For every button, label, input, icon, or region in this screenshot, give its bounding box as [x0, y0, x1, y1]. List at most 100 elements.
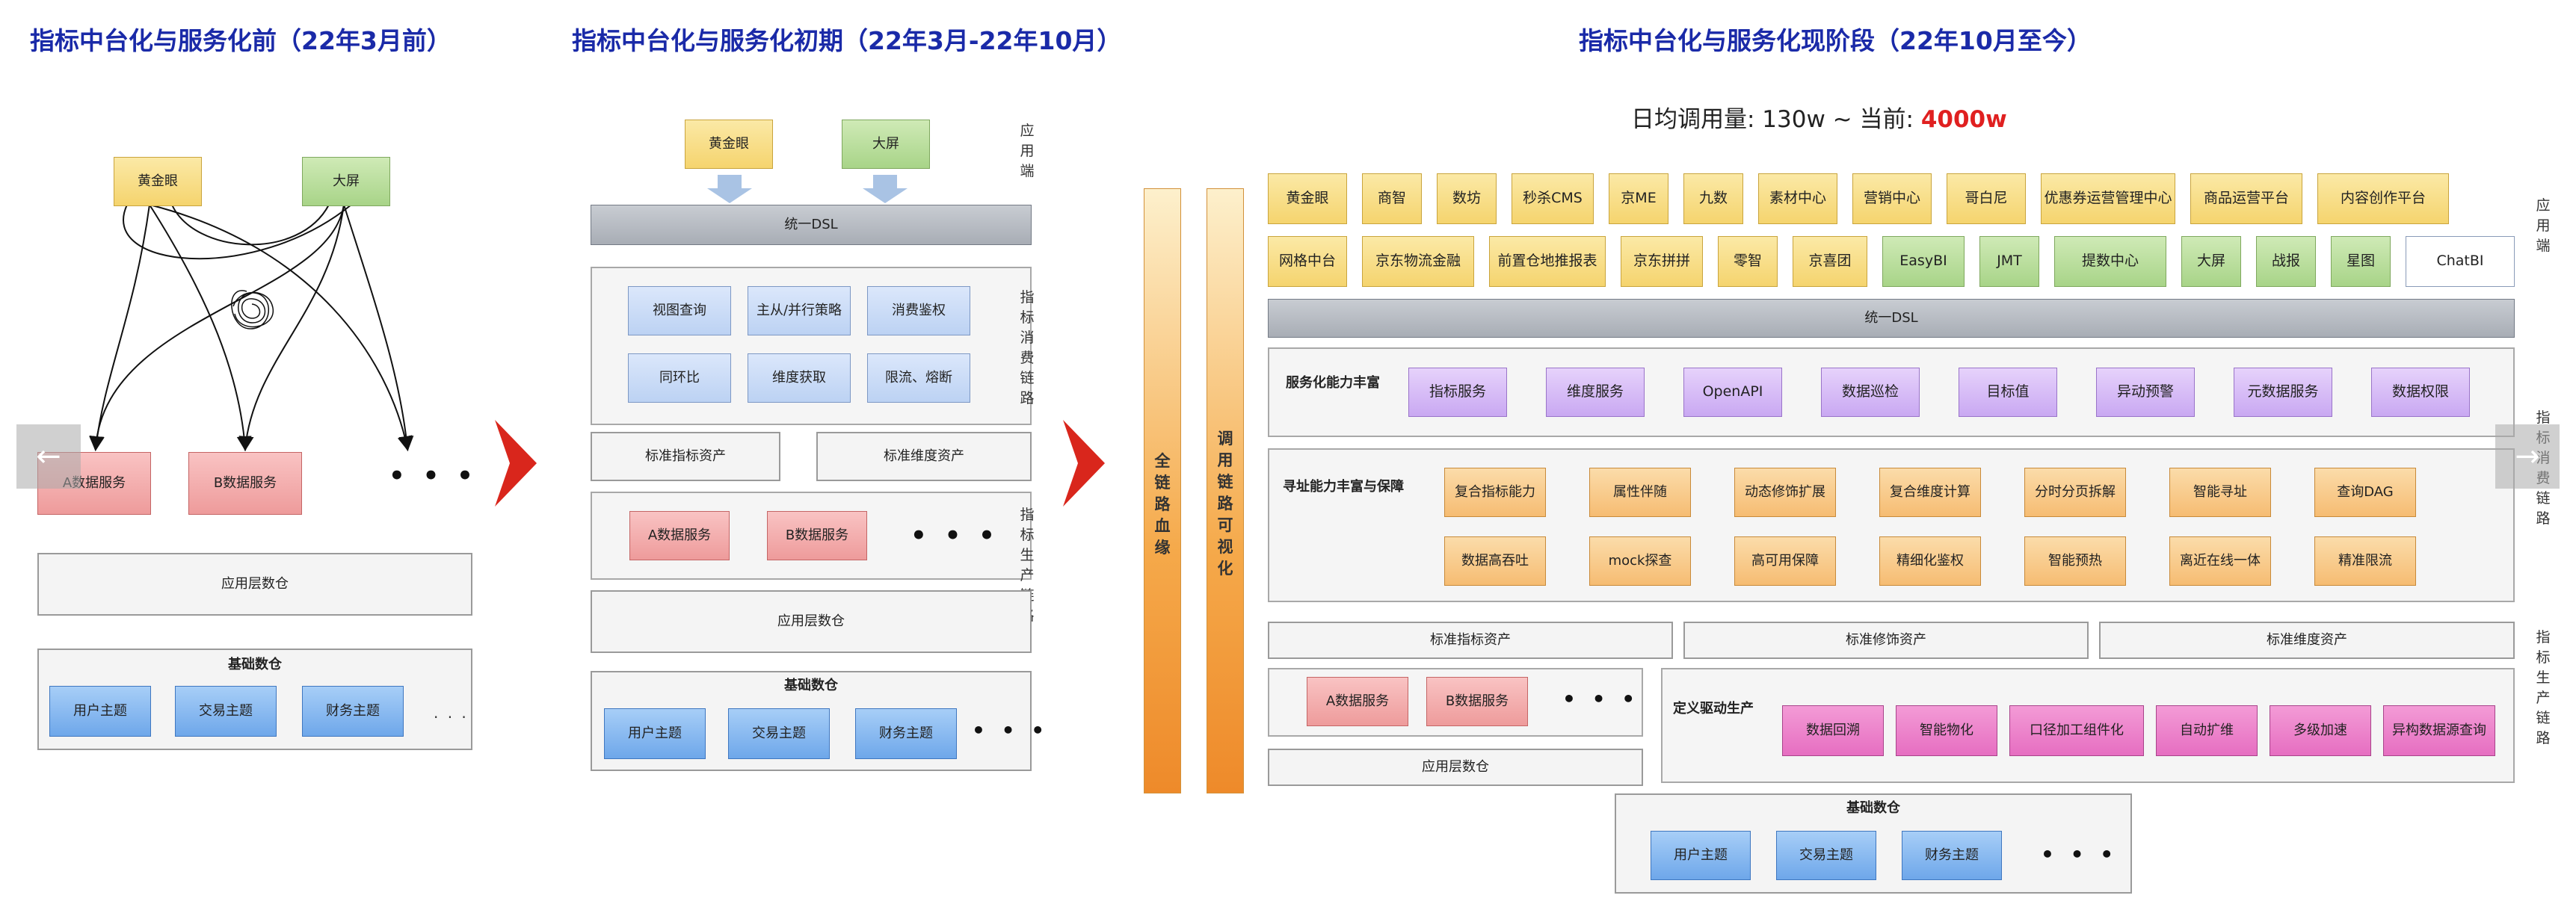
service-item: 目标值 [1959, 368, 2057, 417]
define-label: 定义驱动生产 [1673, 701, 1754, 717]
app-row1-item: 内容创作平台 [2317, 173, 2449, 224]
s2-std-metric: 标准指标资产 [591, 432, 780, 481]
stage2-title: 指标中台化与服务化初期（22年3月-22年10月） [572, 26, 1122, 55]
app-row2-item: 战报 [2256, 236, 2316, 287]
stage1-title: 指标中台化与服务化前（22年3月前） [30, 26, 452, 55]
s3-b-data-service: B数据服务 [1426, 677, 1528, 726]
app-row1-item: 黄金眼 [1268, 173, 1347, 224]
s2-unified-dsl: 统一DSL [591, 205, 1032, 245]
theme-trade: 交易主题 [175, 686, 277, 737]
app-row1-item: 优惠券运营管理中心 [2041, 173, 2175, 224]
app-row1-item: 数坊 [1437, 173, 1497, 224]
s3-theme-ellipsis: • • • [2041, 842, 2119, 867]
s3-app-layer-warehouse: 应用层数仓 [1268, 749, 1643, 786]
addressing-item: 精细化鉴权 [1879, 536, 1981, 586]
s3-app-end-label: 应用端 [2536, 197, 2551, 254]
app-row2-item: 网格中台 [1268, 236, 1347, 287]
s3-theme-trade: 交易主题 [1776, 831, 1876, 880]
base-warehouse-label: 基础数仓 [228, 657, 282, 672]
define-item: 智能物化 [1896, 705, 1997, 756]
s2-theme-finance: 财务主题 [855, 708, 957, 759]
app-row1-item: 秒杀CMS [1512, 173, 1594, 224]
s2-app-layer-warehouse: 应用层数仓 [591, 590, 1032, 653]
s3-base-warehouse-label: 基础数仓 [1846, 800, 1900, 816]
s2-master-slave: 主从/并行策略 [748, 286, 851, 335]
app-row2-item: 零智 [1718, 236, 1778, 287]
stage-arrow-2 [1063, 420, 1105, 507]
golden-eye-app: 黄金眼 [114, 157, 202, 206]
s3-unified-dsl: 统一DSL [1268, 299, 2515, 338]
service-item: 元数据服务 [2234, 368, 2332, 417]
define-item: 多级加速 [2270, 705, 2371, 756]
app-row2-item: JMT [1979, 236, 2039, 287]
s2-yoy-mom: 同环比 [628, 353, 731, 403]
addressing-label: 寻址能力丰富与保障 [1283, 479, 1404, 495]
app-row2-item: 星图 [2331, 236, 2391, 287]
service-item: 指标服务 [1408, 368, 1507, 417]
theme-ellipsis: · · · [434, 708, 469, 726]
s3-production-label: 指标生产链路 [2536, 629, 2551, 746]
addressing-item: 精准限流 [2314, 536, 2416, 586]
stage1-connector-lines [89, 204, 414, 451]
addressing-item: 复合指标能力 [1444, 468, 1546, 517]
addressing-item: mock探查 [1589, 536, 1691, 586]
define-item: 数据回溯 [1782, 705, 1884, 756]
stage-arrow-1 [495, 420, 537, 507]
s3-std-modifier: 标准修饰资产 [1683, 622, 2089, 659]
s3-std-metric: 标准指标资产 [1268, 622, 1673, 659]
app-row1-item: 京ME [1609, 173, 1668, 224]
daily-call-prefix: 日均调用量: 130w ~ 当前: [1631, 106, 1921, 133]
s2-app-end-label: 应用端 [1020, 123, 1035, 179]
service-label: 服务化能力丰富 [1286, 375, 1380, 391]
full-lineage-label: 全链路血缘 [1154, 452, 1171, 557]
addressing-item: 离近在线一体 [2169, 536, 2271, 586]
full-lineage-bar: 全链路血缘 [1144, 188, 1181, 793]
s3-service-ellipsis: • • • [1562, 687, 1640, 711]
app-layer-warehouse: 应用层数仓 [37, 553, 472, 616]
next-slide-button[interactable]: → [2495, 424, 2560, 489]
addressing-item: 动态修饰扩展 [1734, 468, 1836, 517]
app-row1-item: 商品运营平台 [2190, 173, 2302, 224]
s2-view-query: 视图查询 [628, 286, 731, 335]
s3-theme-user: 用户主题 [1651, 831, 1751, 880]
big-screen-app: 大屏 [302, 157, 390, 206]
call-chain-label: 调用链路可视化 [1217, 430, 1233, 578]
app-row1-item: 商智 [1362, 173, 1422, 224]
app-row2-item: 大屏 [2181, 236, 2241, 287]
addressing-item: 智能预热 [2024, 536, 2126, 586]
prev-slide-button[interactable]: ← [16, 424, 81, 489]
theme-finance: 财务主题 [302, 686, 404, 737]
stage3-title: 指标中台化与服务化现阶段（22年10月至今） [1579, 26, 2092, 55]
app-row1-item: 营销中心 [1852, 173, 1932, 224]
addressing-item: 分时分页拆解 [2024, 468, 2126, 517]
define-item: 口径加工组件化 [2009, 705, 2144, 756]
app-row2-item: 京东拼拼 [1621, 236, 1703, 287]
s3-std-dimension: 标准维度资产 [2099, 622, 2515, 659]
s2-golden-eye-app: 黄金眼 [685, 120, 773, 169]
s2-service-ellipsis: • • • [910, 521, 999, 551]
app-row2-item: 京喜团 [1793, 236, 1867, 287]
s2-dimension-fetch: 维度获取 [748, 353, 851, 403]
s2-rate-limit: 限流、熔断 [867, 353, 970, 403]
define-item: 异构数据源查询 [2383, 705, 2495, 756]
service-item: 数据巡检 [1821, 368, 1920, 417]
arrow-left-icon: ← [36, 439, 61, 474]
service-item: OpenAPI [1683, 368, 1782, 417]
b-data-service: B数据服务 [188, 452, 302, 515]
addressing-item: 数据高吞吐 [1444, 536, 1546, 586]
s2-b-data-service: B数据服务 [767, 511, 867, 560]
app-row2-item: 京东物流金融 [1362, 236, 1474, 287]
app-row2-item: 前置仓地推报表 [1489, 236, 1606, 287]
daily-call-current: 4000w [1920, 106, 2007, 133]
app-row2-item: ChatBI [2406, 236, 2515, 287]
addressing-item: 属性伴随 [1589, 468, 1691, 517]
define-item: 自动扩维 [2156, 705, 2258, 756]
s3-a-data-service: A数据服务 [1307, 677, 1408, 726]
app-row1-item: 哥白尼 [1947, 173, 2026, 224]
s2-base-warehouse-label: 基础数仓 [784, 678, 838, 693]
s2-theme-trade: 交易主题 [728, 708, 830, 759]
s2-a-data-service: A数据服务 [629, 511, 730, 560]
addressing-item: 复合维度计算 [1879, 468, 1981, 517]
s2-consume-label: 指标消费链路 [1020, 289, 1035, 406]
s2-theme-user: 用户主题 [604, 708, 706, 759]
